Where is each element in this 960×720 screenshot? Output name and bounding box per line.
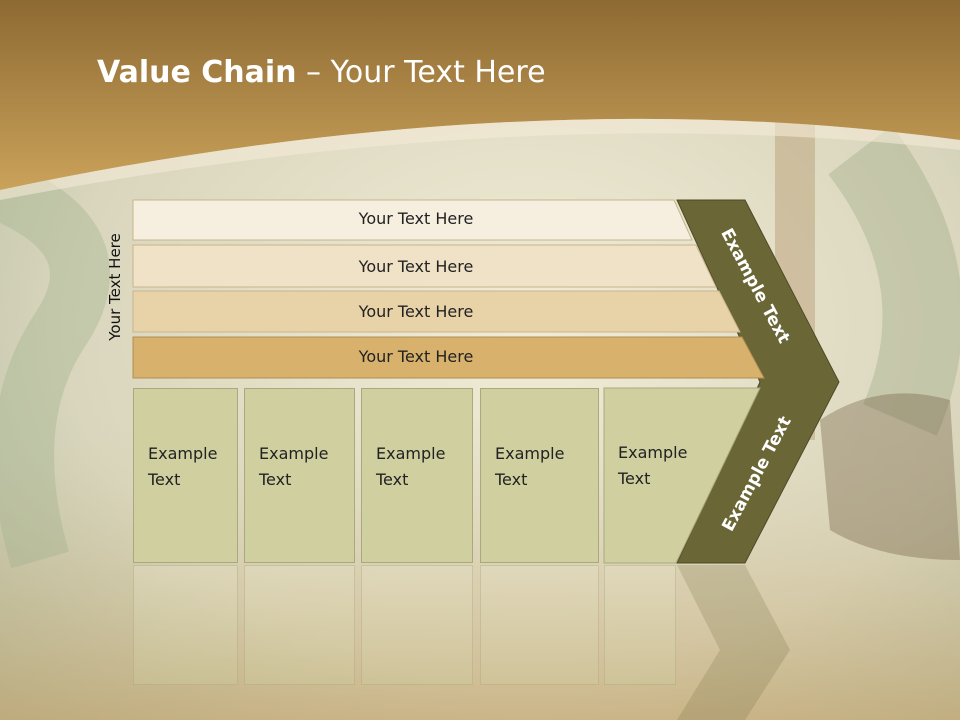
box-5: Example Text (604, 388, 688, 563)
bar-label-2: Your Text Here (358, 257, 474, 276)
box-3-reflection (361, 565, 473, 685)
title-bold: Value Chain (97, 55, 297, 90)
box-3: Example Text (361, 388, 473, 563)
box-5-reflection (604, 565, 676, 685)
box-3-line1: Example (376, 444, 446, 463)
box-shape-5 (603, 387, 761, 564)
bar-label-3: Your Text Here (358, 302, 474, 321)
side-label: Your Text Here (106, 233, 124, 341)
box-2-line1: Example (259, 444, 329, 463)
box-2-line2: Text (259, 470, 292, 489)
title-rest: – Your Text Here (296, 55, 546, 90)
box-2-reflection (244, 565, 355, 685)
box-1-line1: Example (148, 444, 218, 463)
box-4-reflection (480, 565, 599, 685)
box-1: Example Text (133, 388, 238, 563)
box-5-line1: Example (618, 443, 688, 462)
bar-shape-3 (132, 290, 741, 333)
bar-label-4: Your Text Here (358, 347, 474, 366)
box-1-reflection (133, 565, 238, 685)
box-3-line2: Text (376, 470, 409, 489)
bar-shape-1 (132, 199, 693, 241)
bar-label-1: Your Text Here (358, 209, 474, 228)
box-4: Example Text (480, 388, 599, 563)
box-4-line2: Text (495, 470, 528, 489)
box-2: Example Text (244, 388, 355, 563)
box-5-line2: Text (618, 469, 651, 488)
chevron-shape (676, 199, 840, 564)
box-4-line1: Example (495, 444, 565, 463)
bar-shape-4 (132, 336, 765, 379)
bar-shape-2 (132, 244, 717, 288)
slide-title: Value Chain – Your Text Here (97, 55, 546, 90)
box-1-line2: Text (148, 470, 181, 489)
